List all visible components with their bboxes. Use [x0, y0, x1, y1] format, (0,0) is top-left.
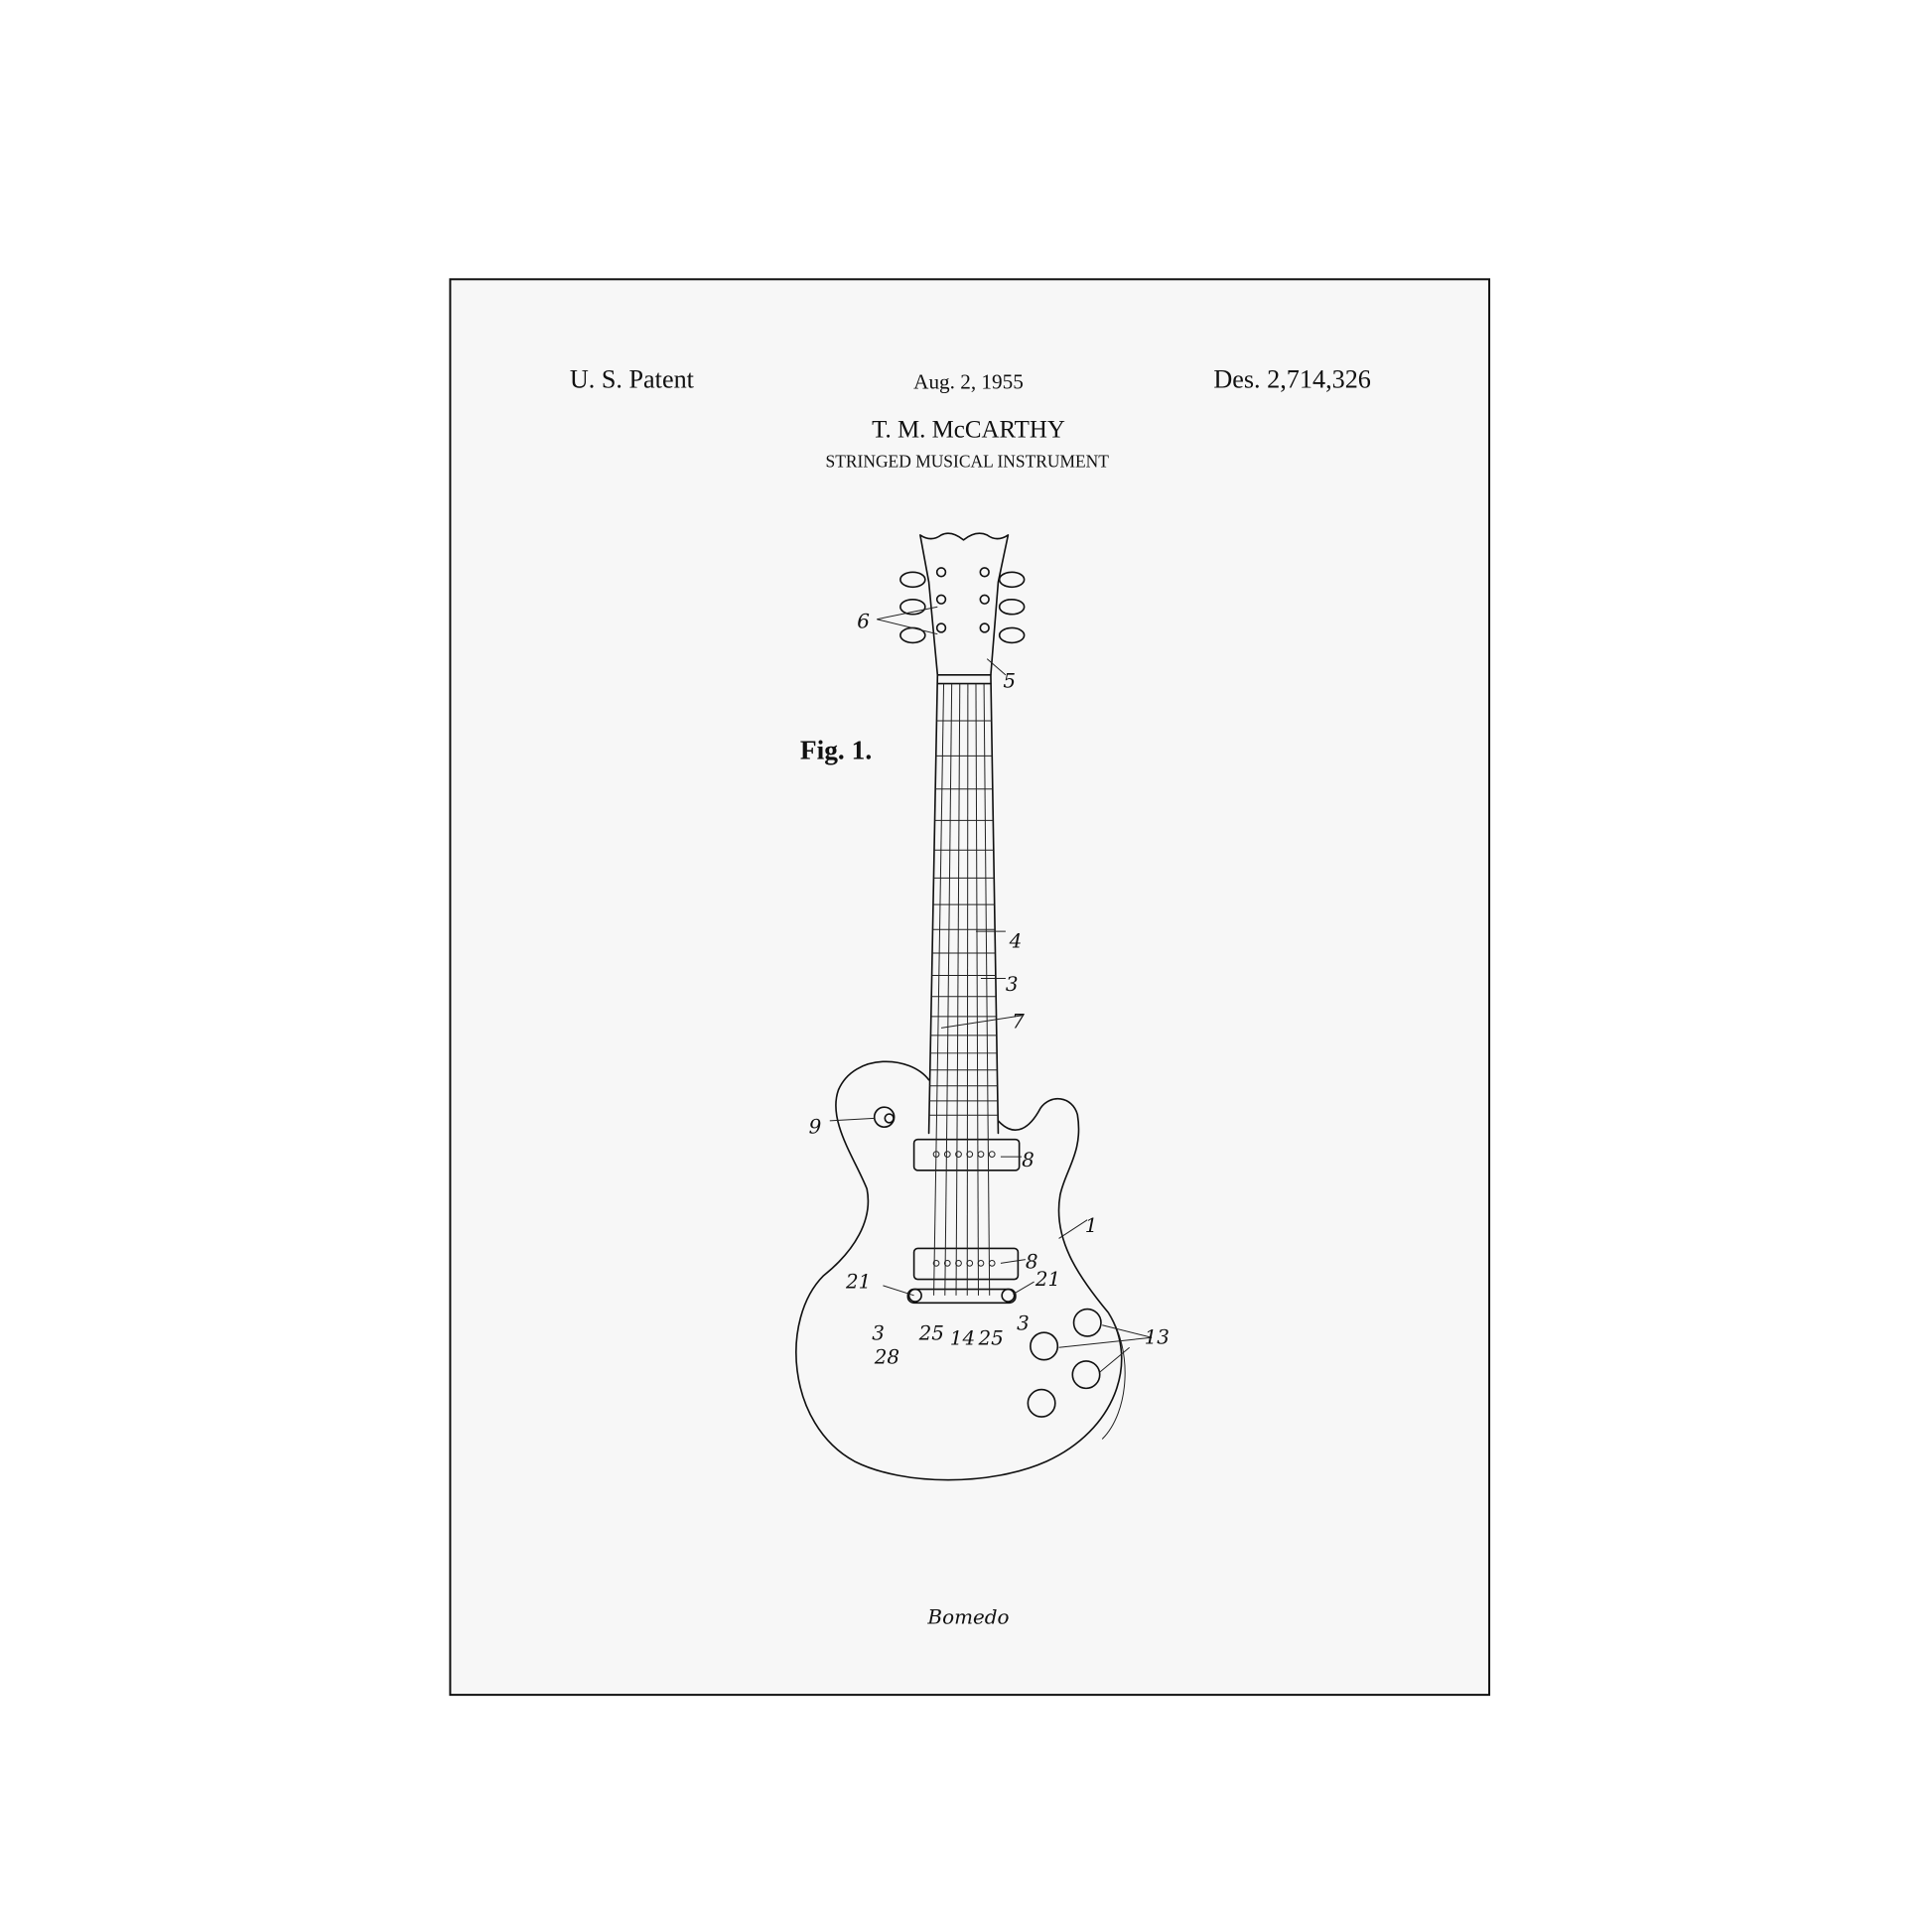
callout-number: 14: [950, 1326, 975, 1350]
control-knob: [1072, 1308, 1102, 1337]
header-patent-number: Des. 2,714,326: [1213, 364, 1371, 393]
callout-number: 3: [1006, 972, 1019, 996]
callout-number: 8: [1022, 1148, 1035, 1172]
tuner-peg: [899, 598, 926, 616]
guitar-string: [955, 683, 961, 1296]
guitar-string: [966, 683, 969, 1296]
guitar-string: [944, 683, 953, 1296]
header-date: Aug. 2, 1955: [913, 370, 1024, 394]
callout-number: 25: [977, 1326, 1003, 1350]
callout-numbers: 6 5 4 3 7 9 8 8 1 21 21 3 3 25 14 25 28 …: [809, 609, 1170, 1368]
callout-number: 9: [809, 1114, 822, 1138]
tuner-peg: [998, 571, 1026, 589]
patent-title: STRINGED MUSICAL INSTRUMENT: [826, 451, 1110, 471]
callout-number: 6: [857, 609, 870, 632]
guitar-string: [983, 683, 991, 1296]
neck-pickup: [912, 1138, 1021, 1172]
callout-number: 13: [1145, 1324, 1170, 1348]
callout-number: 4: [1009, 928, 1023, 952]
tuner-peg: [998, 626, 1026, 644]
guitar-string: [933, 683, 945, 1296]
tuner-peg: [899, 571, 926, 589]
callout-number: 21: [1035, 1267, 1060, 1291]
bridge-pickup: [912, 1247, 1020, 1281]
callout-number: 1: [1085, 1213, 1098, 1237]
callout-number: 3: [872, 1321, 885, 1345]
callout-number: 21: [845, 1269, 871, 1293]
control-knob: [1027, 1388, 1056, 1418]
callout-number: 25: [918, 1321, 944, 1345]
control-knob: [1071, 1360, 1101, 1390]
guitar-drawing: [795, 532, 1153, 1481]
brand-signature: Bomedo: [926, 1604, 1009, 1628]
bridge: [906, 1288, 1017, 1305]
inventor-name: T. M. McCARTHY: [872, 416, 1065, 443]
figure-label: Fig. 1.: [800, 736, 872, 765]
callout-number: 28: [874, 1344, 899, 1368]
headstock: [919, 532, 1010, 676]
guitar-body: [795, 1060, 1123, 1481]
control-knob: [1030, 1331, 1059, 1361]
callout-number: 8: [1026, 1249, 1038, 1273]
poster-frame: [449, 278, 1491, 1697]
frets: [928, 720, 999, 1116]
callout-number: 7: [1012, 1009, 1025, 1033]
guitar-string: [975, 683, 979, 1296]
callout-number: 3: [1017, 1311, 1030, 1335]
callout-number: 5: [1003, 668, 1016, 692]
header-left: U. S. Patent: [570, 364, 695, 393]
tuner-peg: [998, 598, 1026, 616]
